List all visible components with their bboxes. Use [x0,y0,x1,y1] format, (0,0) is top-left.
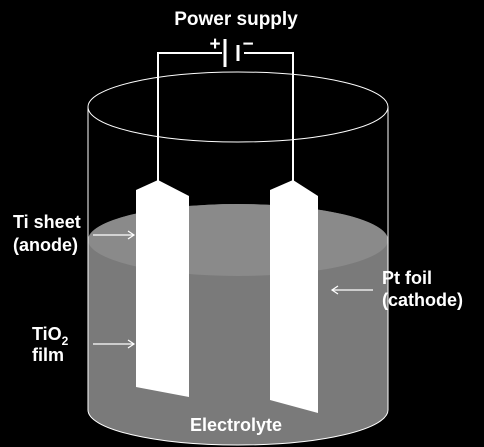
film-label-line1: TiO2 [32,324,69,348]
beaker-rim [87,71,389,143]
wire-to-anode [157,52,222,182]
anode-label-line1: Ti sheet [13,212,81,232]
cathode-label-line2: (cathode) [382,290,463,310]
wire-to-cathode [244,52,294,182]
film-label-line2: film [32,345,64,365]
cathode-label-line1: Pt foil [382,268,432,288]
beaker-bottom [87,409,389,446]
anode-label-line2: (anode) [13,235,78,255]
electrolyte-surface [88,204,388,276]
ti-sheet-anode [136,180,189,397]
film-arrow [93,339,136,349]
film-label-subscript: 2 [62,334,69,348]
negative-sign: − [242,34,253,55]
cathode-arrow [330,285,373,295]
pt-foil-cathode [270,180,318,413]
positive-sign: + [209,34,220,55]
electrolyte-label: Electrolyte [190,415,282,435]
film-label-main: TiO [32,324,62,344]
power-supply-label: Power supply [174,9,298,30]
anode-arrow [93,230,136,240]
